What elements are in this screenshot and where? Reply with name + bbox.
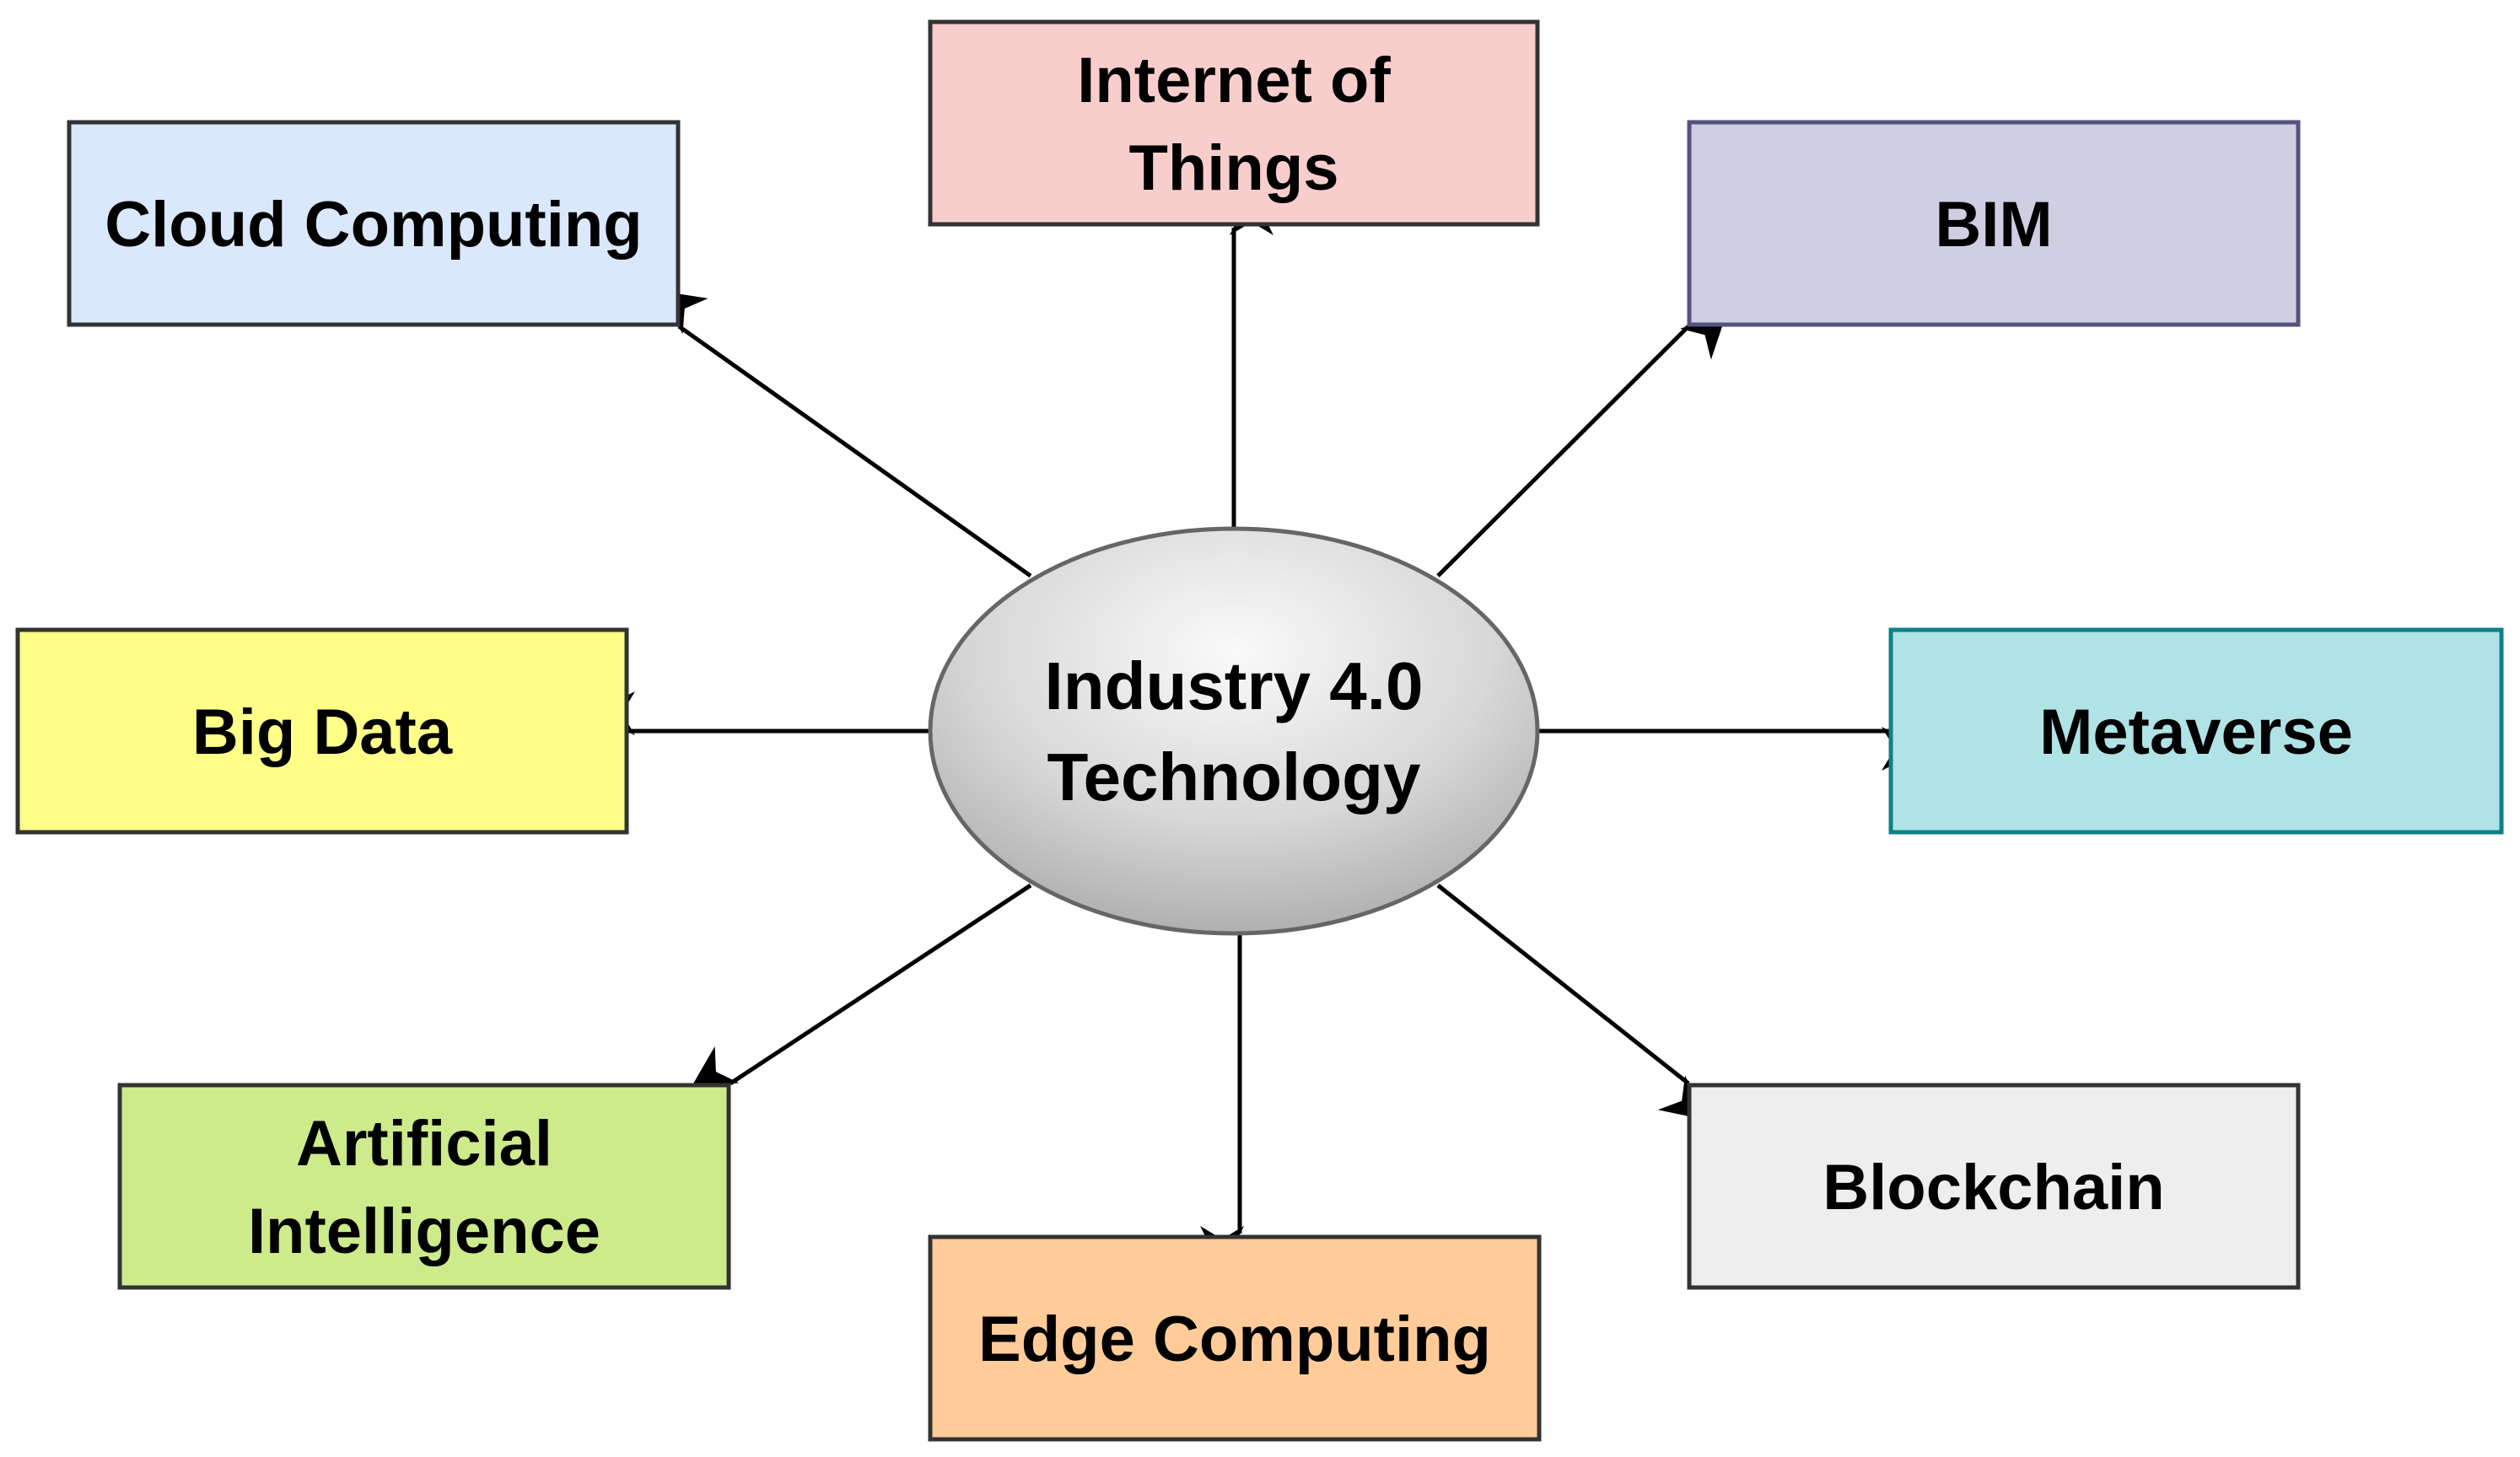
label-line: BIM — [1935, 189, 2052, 261]
node-label: Cloud Computing — [105, 189, 642, 261]
node-big-data: Big Data — [15, 627, 629, 835]
label-line: Technology — [1047, 739, 1421, 815]
nodes: Internet of Things Cloud Computing BIM Bi… — [15, 19, 2504, 1442]
node-label: Metaverse — [2039, 696, 2353, 768]
label-line: Cloud Computing — [105, 189, 642, 261]
label-line: Industry 4.0 — [1044, 648, 1423, 723]
label-line: Intelligence — [248, 1196, 600, 1267]
arrow-to-blockchain — [1436, 884, 1706, 1121]
node-metaverse: Metaverse — [1888, 627, 2504, 835]
node-box — [1687, 120, 2301, 327]
node-box — [67, 120, 681, 327]
node-blockchain: Blockchain — [1687, 1083, 2301, 1290]
node-label: Internet of Things — [1077, 45, 1391, 204]
node-box — [928, 19, 1540, 227]
node-box — [117, 1083, 731, 1290]
node-label: Edge Computing — [978, 1304, 1491, 1375]
node-box — [15, 627, 629, 835]
label-line: Metaverse — [2039, 696, 2353, 768]
node-cloud-computing: Cloud Computing — [67, 120, 681, 327]
node-box — [1687, 1083, 2301, 1290]
label-line: Things — [1128, 132, 1338, 204]
label-line: Big Data — [192, 696, 453, 768]
node-bim: BIM — [1687, 120, 2301, 327]
node-box — [928, 1234, 1542, 1442]
node-edge-computing: Edge Computing — [928, 1234, 1542, 1442]
arrow-to-artificial-intelligence — [690, 883, 1032, 1089]
connectors — [591, 191, 1925, 1270]
label-line: Internet of — [1077, 45, 1391, 116]
node-box — [1888, 627, 2504, 835]
node-internet-of-things: Internet of Things — [928, 19, 1540, 227]
label-line: Blockchain — [1823, 1152, 2164, 1223]
arrow-to-bim — [1436, 313, 1727, 578]
label-line: Edge Computing — [978, 1304, 1491, 1375]
label-line: Artificial — [296, 1108, 552, 1180]
node-label: Big Data — [192, 696, 453, 768]
arrow-to-cloud-computing — [660, 290, 1032, 578]
node-label: BIM — [1935, 189, 2052, 261]
hub-ellipse — [928, 526, 1540, 936]
node-label: Blockchain — [1823, 1152, 2164, 1223]
